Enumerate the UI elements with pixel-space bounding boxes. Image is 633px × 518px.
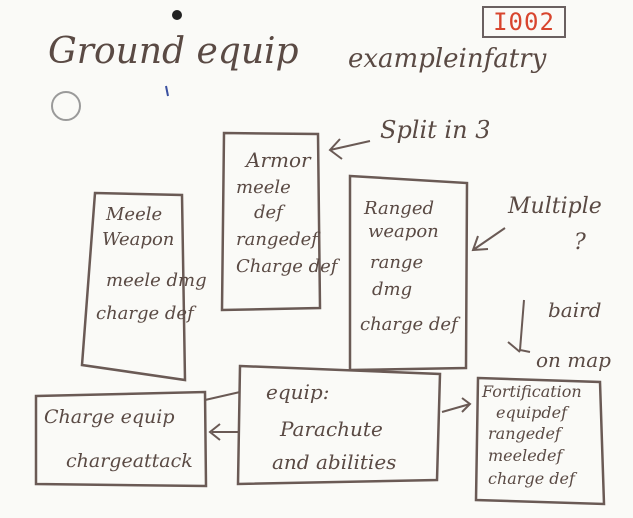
equip-line-2: and abilities — [272, 450, 397, 474]
fortification-line-3: meeledef — [488, 446, 563, 466]
charge-title: Charge equip — [44, 406, 175, 428]
annotation-multiple: Multiple — [508, 194, 602, 219]
armor-line-1: meele — [236, 177, 291, 198]
arrow-fort — [441, 397, 472, 413]
ranged-box-border — [348, 174, 469, 372]
connector-equip — [204, 391, 241, 401]
melee-line-1: Weapon — [102, 228, 175, 250]
ranged-line-4: charge def — [360, 313, 458, 335]
fortification-box: Fortification equipdef rangedef meeledef… — [482, 382, 582, 489]
fortification-line-2: rangedef — [488, 423, 561, 443]
charge-box: Charge equip chargeattack — [44, 406, 193, 472]
equip-box: equip: Parachute and abilities — [262, 382, 396, 473]
melee-line-2: meele dmg — [106, 269, 207, 291]
annotation-multiple-question: ? — [574, 230, 586, 255]
arrow-split — [328, 138, 371, 160]
id-tag: I002 — [482, 6, 566, 38]
ranged-title: Ranged — [364, 198, 434, 219]
equip-line-1: Parachute — [280, 417, 383, 441]
arrow-charge — [208, 423, 238, 441]
armor-line-3: rangedef — [236, 228, 318, 250]
annotation-split-in: Split in 3 — [380, 116, 491, 144]
equip-title: equip: — [266, 380, 330, 404]
ranged-box: Ranged weapon range dmg charge def — [360, 198, 458, 335]
armor-line-4: Charge def — [236, 255, 338, 277]
armor-title: Armor — [246, 148, 311, 172]
melee-title: Meele — [106, 204, 163, 225]
annotation-baird: baird — [548, 298, 602, 322]
armor-box: Armor meele def rangedef Charge def — [236, 150, 337, 277]
melee-box: Meele Weapon meele dmg charge def — [96, 204, 207, 324]
armor-line-2: def — [254, 201, 283, 223]
fortification-line-1: equipdef — [496, 402, 568, 422]
arrow-multiple — [471, 227, 506, 252]
charge-line-1: chargeattack — [66, 449, 193, 472]
fortification-box-border — [474, 376, 606, 506]
ranged-line-3: dmg — [372, 278, 413, 300]
armor-box-border — [220, 131, 322, 312]
fortification-title: Fortification — [482, 382, 582, 401]
circle-doodle — [51, 91, 81, 121]
ranged-line-2: range — [370, 251, 424, 273]
annotation-on-map: on map — [536, 348, 611, 372]
charge-box-border — [34, 390, 208, 488]
melee-line-3: charge def — [96, 302, 194, 324]
equip-box-border — [236, 364, 442, 486]
ranged-line-1: weapon — [368, 220, 439, 242]
arrow-baird — [507, 299, 531, 353]
melee-box-border — [80, 191, 187, 382]
ink-dot — [172, 10, 182, 20]
fortification-line-4: charge def — [488, 469, 575, 489]
page-subtitle: exampleinfatry — [348, 44, 547, 74]
page-title: Ground equip — [48, 31, 299, 72]
blue-tick — [165, 85, 169, 97]
